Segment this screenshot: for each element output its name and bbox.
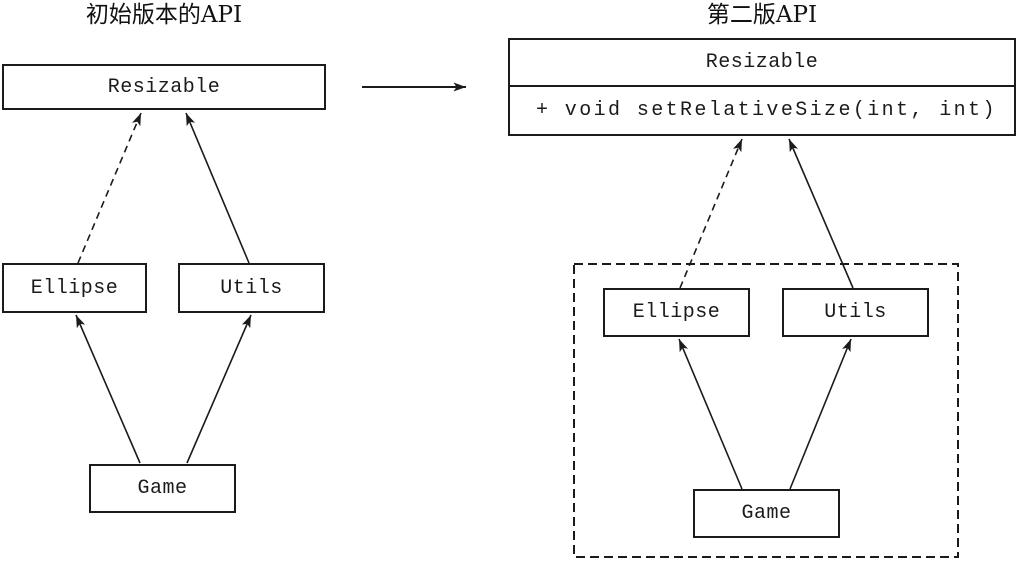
class-box-game-right: Game	[693, 489, 840, 538]
edge-right-utils-to-resizable	[788, 138, 854, 289]
class-box-ellipse-left: Ellipse	[2, 263, 147, 313]
class-label-resizable-left: Resizable	[107, 75, 221, 99]
edge-right-game-to-utils	[789, 338, 852, 490]
method-label-set-relative-size: + void setRelativeSize(int, int)	[536, 99, 997, 122]
edge-left-game-to-ellipse	[75, 314, 141, 464]
left-diagram-title: 初始版本的API	[85, 2, 243, 28]
class-label-resizable-right: Resizable	[705, 51, 819, 74]
class-label-ellipse-left: Ellipse	[30, 276, 119, 300]
class-box-resizable-right: Resizable + void setRelativeSize(int, in…	[508, 38, 1016, 136]
class-box-resizable-left: Resizable	[2, 64, 326, 110]
edge-right-game-to-ellipse	[678, 338, 743, 490]
class-method-compartment: + void setRelativeSize(int, int)	[510, 87, 1014, 134]
right-diagram-title: 第二版API	[706, 2, 818, 28]
package-boundary-dashed-box	[573, 263, 959, 558]
class-label-ellipse-right: Ellipse	[632, 301, 721, 324]
class-label-game-right: Game	[741, 502, 792, 525]
class-box-game-left: Game	[89, 464, 236, 513]
edge-left-ellipse-to-resizable-dashed	[77, 112, 142, 264]
class-label-game-left: Game	[137, 477, 188, 500]
class-name-compartment: Resizable	[510, 40, 1014, 87]
edge-left-game-to-utils	[186, 314, 252, 464]
class-box-utils-left: Utils	[178, 263, 325, 313]
class-label-utils-right: Utils	[824, 301, 887, 324]
edge-right-ellipse-to-resizable-dashed	[679, 138, 743, 289]
class-label-utils-left: Utils	[220, 276, 283, 300]
class-box-utils-right: Utils	[782, 288, 929, 337]
edge-left-utils-to-resizable	[185, 112, 250, 264]
class-box-ellipse-right: Ellipse	[603, 288, 750, 337]
